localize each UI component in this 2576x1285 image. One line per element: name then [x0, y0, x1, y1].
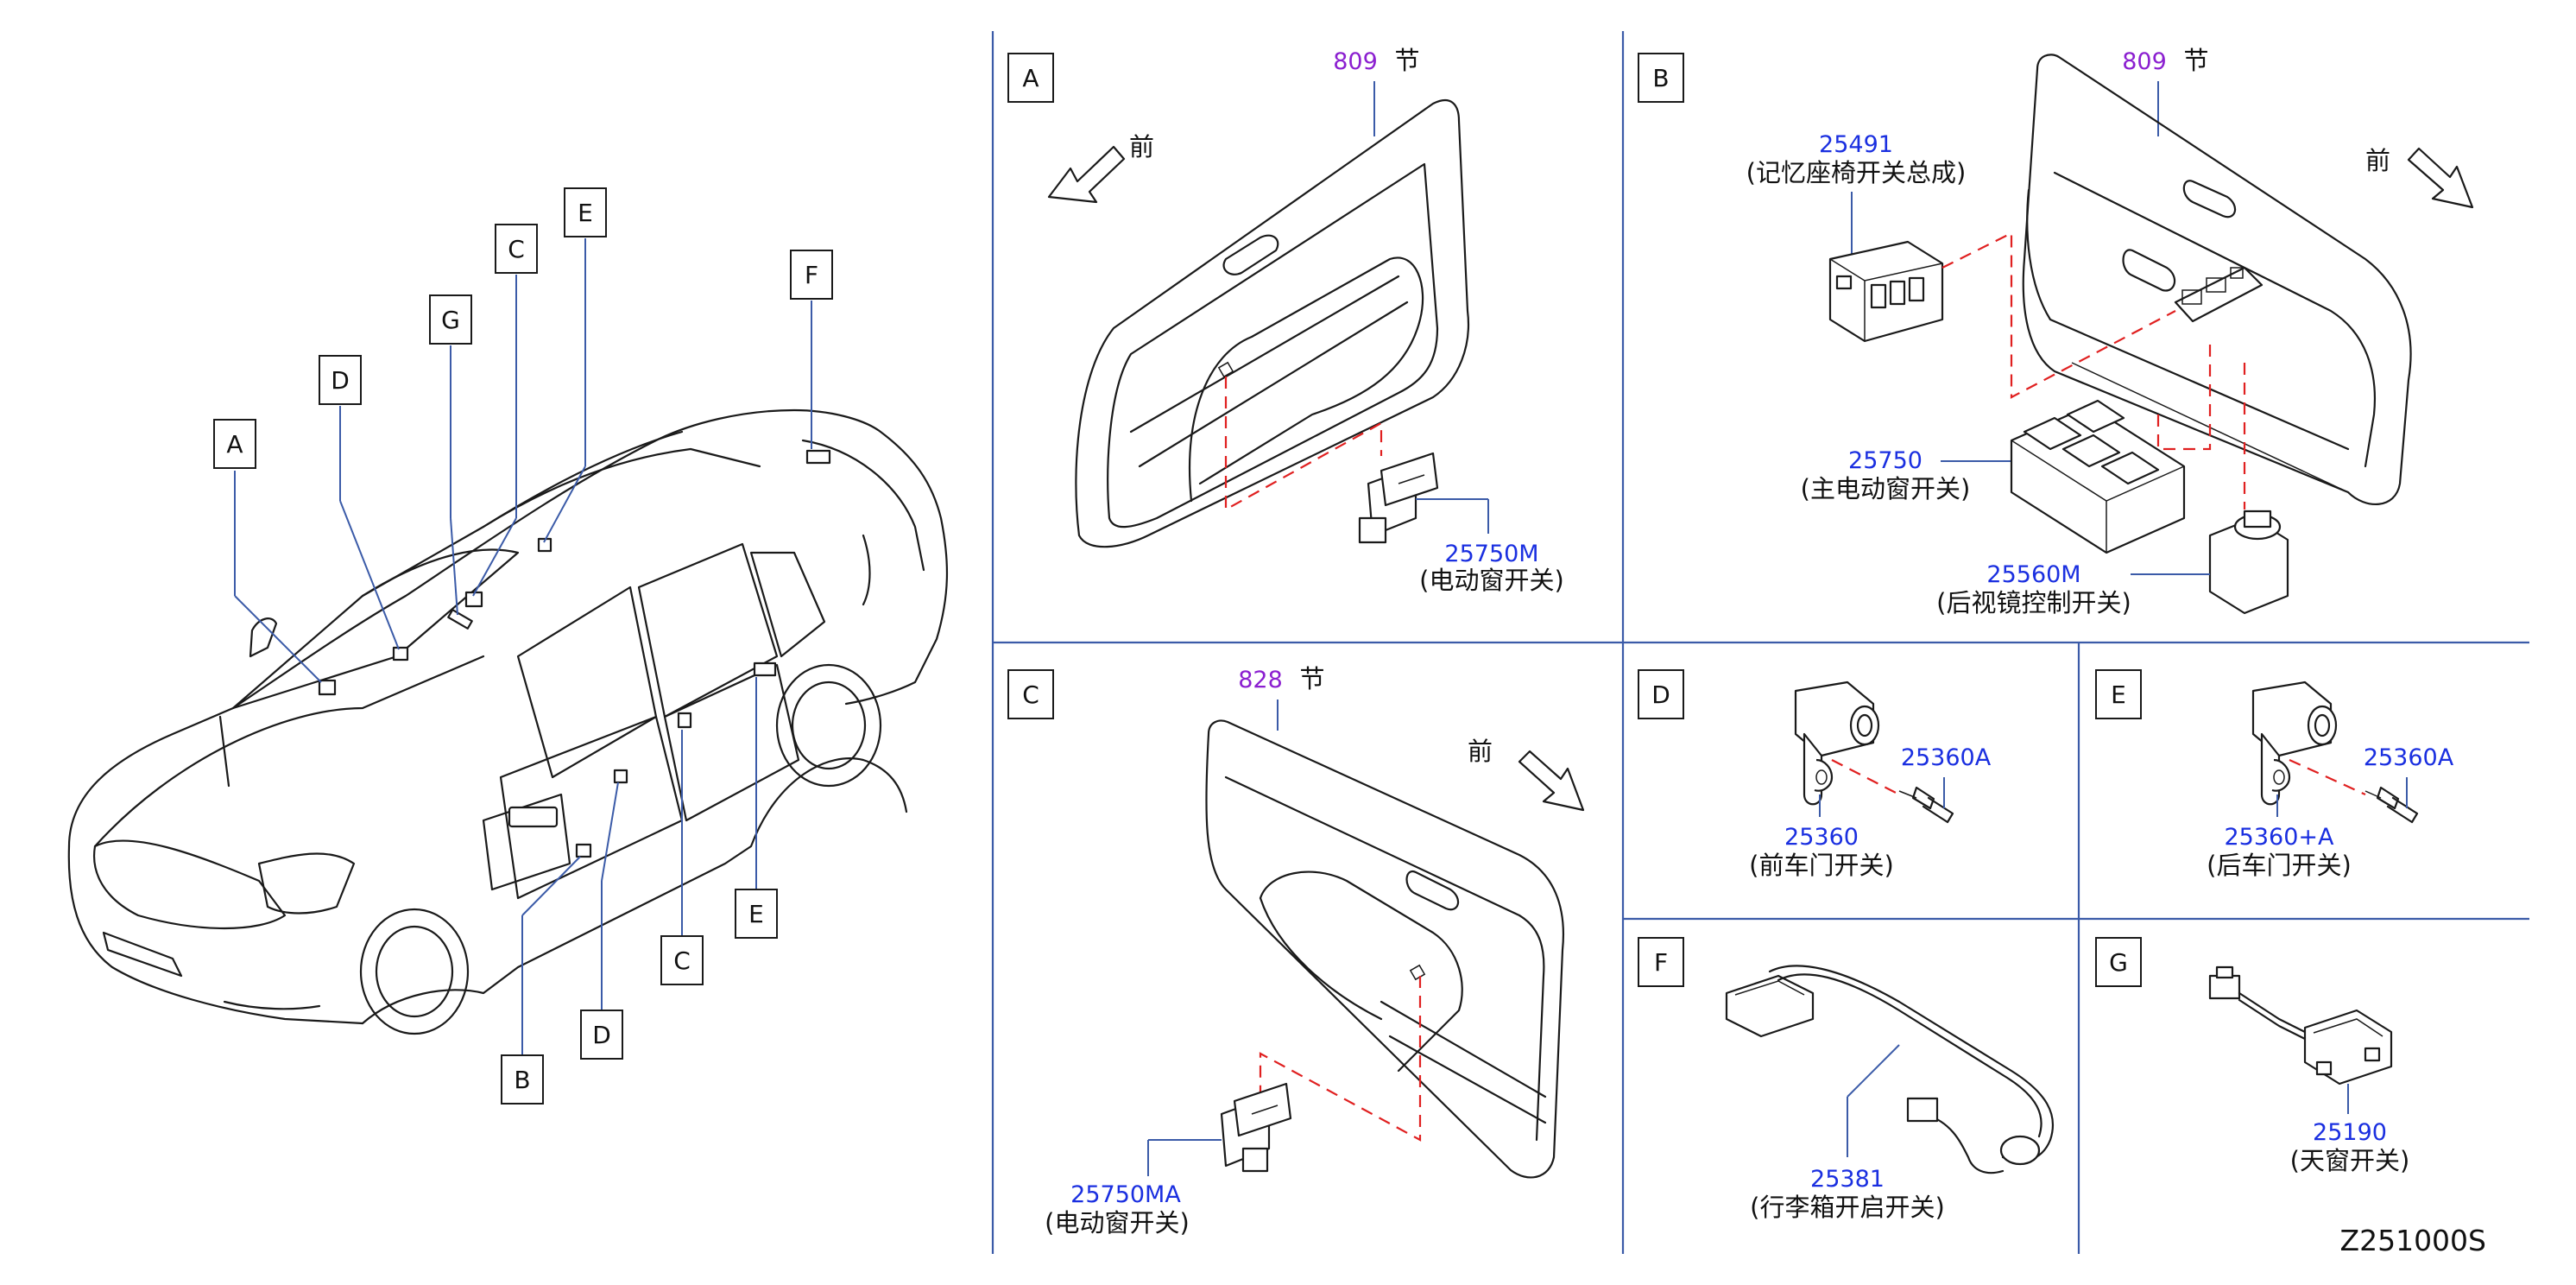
door-trim-illustration	[1075, 99, 1469, 548]
panel-c-section-number: 828	[1238, 667, 1283, 693]
panel-b-part-0-number: 25491	[1819, 131, 1893, 158]
panel-c-letter: C	[1022, 680, 1039, 709]
panel-b-part-1-number: 25750	[1848, 447, 1923, 474]
door-switch-illustration	[1794, 680, 1880, 806]
panel-e-tag	[2095, 669, 2142, 719]
memory-seat-switch-illustration	[1828, 240, 1944, 343]
panel-g-part-name: (天窗开关)	[2290, 1146, 2410, 1175]
panel-d-tag	[1638, 669, 1684, 719]
panel-b-part-2-number: 25560M	[1986, 561, 2080, 588]
panel-f: F 25381 (行李箱开启开关)	[1638, 937, 2055, 1222]
overview-callout-F[interactable]: F	[790, 250, 833, 300]
overview-callout-label: G	[441, 306, 460, 334]
panel-a-section-suffix: 节	[1394, 46, 1419, 75]
overview-callout-label: A	[226, 430, 243, 459]
front-arrow-icon	[1518, 750, 1585, 812]
panel-f-part-name: (行李箱开启开关)	[1750, 1193, 1945, 1222]
panel-b-front-label: 前	[2365, 146, 2390, 175]
panel-c-part-name: (电动窗开关)	[1045, 1208, 1190, 1238]
overview-callout-label: E	[748, 900, 764, 928]
panel-a-tag	[1007, 53, 1054, 103]
overview-leaders	[234, 238, 812, 1092]
panel-b: B 809 节 前 25491 (记忆座椅开关总成)	[1638, 46, 2474, 617]
overview-callout-A[interactable]: A	[213, 419, 256, 469]
panel-d-part-number: 25360	[1784, 824, 1859, 851]
panel-a-section-number: 809	[1333, 48, 1378, 75]
door-trim-illustration	[1205, 719, 1564, 1179]
overview-callout-label: E	[578, 199, 593, 227]
panel-a-letter: A	[1022, 64, 1039, 92]
overview-callout-label: D	[592, 1021, 611, 1049]
panel-f-letter: F	[1654, 948, 1668, 977]
panel-b-section-number: 809	[2122, 48, 2167, 75]
power-window-switch-illustration	[1358, 452, 1439, 544]
panel-f-tag	[1638, 937, 1684, 987]
overview-callout-label: B	[514, 1066, 530, 1094]
overview-callout-E-top[interactable]: E	[564, 187, 607, 237]
front-arrow-icon	[2407, 147, 2474, 209]
mirror-control-switch-illustration	[2208, 510, 2289, 615]
power-window-switch-illustration	[1220, 1082, 1292, 1173]
overview-callout-E-bottom[interactable]: E	[735, 889, 778, 939]
panel-e-part-number: 25360+A	[2225, 824, 2335, 851]
panel-c-section-suffix: 节	[1299, 664, 1324, 693]
panel-f-part-number: 25381	[1810, 1166, 1885, 1193]
panel-a-front-label: 前	[1129, 132, 1154, 161]
panel-g-letter: G	[2109, 948, 2128, 977]
panel-b-part-1-name: (主电动窗开关)	[1801, 474, 1971, 503]
panel-a: A 809 节 前 25750M (电动窗开关	[1007, 46, 1564, 595]
panel-g-tag	[2095, 937, 2142, 987]
diagram-reference-code: Z251000S	[2339, 1224, 2486, 1257]
panel-d: D 25360A 25360 (前车门开关)	[1638, 669, 1992, 880]
panel-g: G 25190 (天窗开关)	[2095, 937, 2410, 1175]
front-arrow-icon	[1047, 145, 1126, 204]
panel-b-section-suffix: 节	[2183, 46, 2208, 75]
panel-c-front-label: 前	[1468, 737, 1493, 766]
overview-callout-D-bottom[interactable]: D	[580, 1010, 623, 1060]
overview-callout-label: C	[508, 235, 525, 263]
panel-e-part-name: (后车门开关)	[2207, 851, 2352, 880]
overview-callout-label: F	[805, 261, 818, 289]
panel-c: C 828 节 前 25750MA (电动窗开关)	[1007, 664, 1585, 1238]
car-overview	[67, 408, 949, 1035]
sunroof-switch-illustration	[2208, 965, 2393, 1086]
panel-d-part-name: (前车门开关)	[1749, 851, 1894, 880]
overview-callout-G[interactable]: G	[429, 294, 472, 345]
panel-a-part-name: (电动窗开关)	[1419, 566, 1564, 595]
overview-callout-C-bottom[interactable]: C	[660, 935, 704, 985]
panel-e: E 25360A 25360+A (后车门开关)	[2095, 669, 2454, 880]
panel-e-letter: E	[2111, 680, 2126, 709]
overview-callout-label: D	[331, 366, 350, 395]
panel-d-screw-number: 25360A	[1901, 744, 1992, 771]
panel-c-tag	[1007, 669, 1054, 719]
panel-b-part-0-name: (记忆座椅开关总成)	[1746, 158, 1967, 187]
screw-icon	[2364, 786, 2419, 824]
door-switch-illustration	[2251, 680, 2338, 806]
panel-grid	[991, 31, 2529, 1254]
panel-e-screw-number: 25360A	[2364, 744, 2454, 771]
trunk-opener-switch-illustration	[1725, 965, 2055, 1174]
panel-b-part-2-name: (后视镜控制开关)	[1936, 588, 2131, 617]
screw-icon	[1898, 786, 1954, 824]
overview-callout-C-top[interactable]: C	[495, 224, 538, 274]
panel-a-part-number: 25750M	[1444, 541, 1538, 567]
panel-b-tag	[1638, 53, 1684, 103]
panel-b-letter: B	[1652, 64, 1669, 92]
overview-callout-label: C	[673, 946, 691, 975]
panel-g-part-number: 25190	[2313, 1119, 2387, 1146]
overview-callout-D-top[interactable]: D	[319, 355, 362, 405]
panel-c-part-number: 25750MA	[1070, 1181, 1181, 1208]
main-power-window-switch-illustration	[2010, 399, 2186, 554]
panel-d-letter: D	[1651, 680, 1670, 709]
overview-callout-B[interactable]: B	[501, 1054, 544, 1105]
